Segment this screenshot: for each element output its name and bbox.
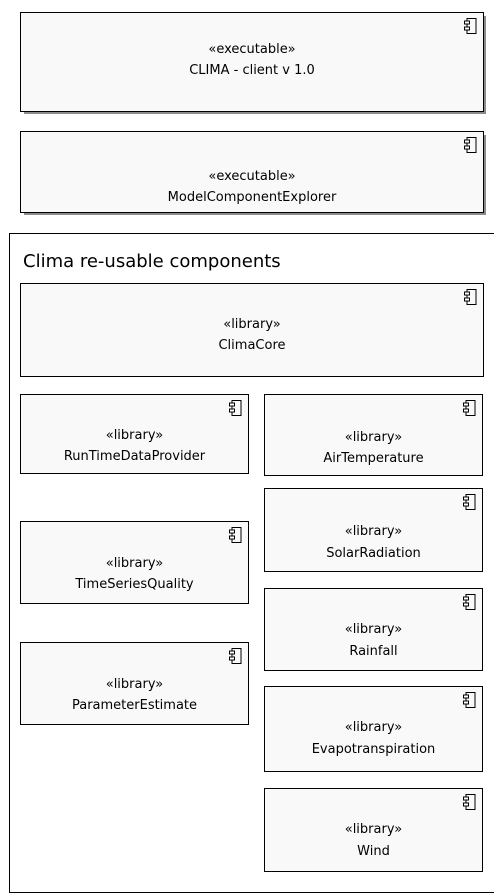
component-clima-client[interactable]: «executable» CLIMA - client v 1.0 — [20, 12, 486, 114]
component-name: ClimaCore — [218, 338, 286, 353]
component-model-component-explorer[interactable]: «executable» ModelComponentExplorer — [20, 131, 486, 215]
component-name: ModelComponentExplorer — [167, 190, 337, 205]
component-evapotranspiration[interactable]: «library» Evapotranspiration — [264, 686, 485, 774]
component-name: ParameterEstimate — [71, 698, 198, 713]
component-name: SolarRadiation — [326, 546, 421, 561]
component-wind[interactable]: «library» Wind — [264, 788, 485, 874]
component-rainfall[interactable]: «library» Rainfall — [264, 588, 485, 673]
stereotype-label: «library» — [344, 430, 403, 445]
component-icon — [463, 692, 476, 708]
component-icon — [463, 494, 476, 510]
component-name: Evapotranspiration — [311, 742, 436, 757]
component-name: CLIMA - client v 1.0 — [189, 63, 315, 78]
stereotype-label: «library» — [105, 677, 164, 692]
package-title: Clima re-usable components — [23, 251, 281, 272]
component-parameter-estimate[interactable]: «library» ParameterEstimate — [20, 642, 251, 727]
component-name: TimeSeriesQuality — [75, 577, 194, 592]
stereotype-label: «library» — [344, 720, 403, 735]
stereotype-label: «executable» — [208, 169, 296, 184]
component-icon — [229, 527, 242, 543]
component-icon — [463, 594, 476, 610]
component-icon — [464, 289, 477, 305]
component-name: AirTemperature — [323, 451, 424, 466]
stereotype-label: «library» — [344, 822, 403, 837]
component-time-series-quality[interactable]: «library» TimeSeriesQuality — [20, 521, 251, 606]
stereotype-label: «library» — [105, 556, 164, 571]
component-icon — [464, 137, 477, 153]
component-icon — [229, 400, 242, 416]
component-name: Wind — [357, 844, 390, 859]
component-run-time-data-provider[interactable]: «library» RunTimeDataProvider — [20, 394, 251, 476]
component-air-temperature[interactable]: «library» AirTemperature — [264, 394, 485, 478]
component-icon — [229, 648, 242, 664]
stereotype-label: «library» — [105, 428, 164, 443]
component-solar-radiation[interactable]: «library» SolarRadiation — [264, 488, 485, 574]
component-name: RunTimeDataProvider — [63, 449, 206, 464]
component-clima-core[interactable]: «library» ClimaCore — [20, 283, 486, 379]
component-icon — [464, 18, 477, 34]
component-name: Rainfall — [349, 644, 398, 659]
component-icon — [463, 400, 476, 416]
stereotype-label: «library» — [223, 317, 281, 332]
component-icon — [463, 794, 476, 810]
stereotype-label: «executable» — [208, 42, 296, 57]
stereotype-label: «library» — [344, 622, 403, 637]
stereotype-label: «library» — [344, 524, 403, 539]
